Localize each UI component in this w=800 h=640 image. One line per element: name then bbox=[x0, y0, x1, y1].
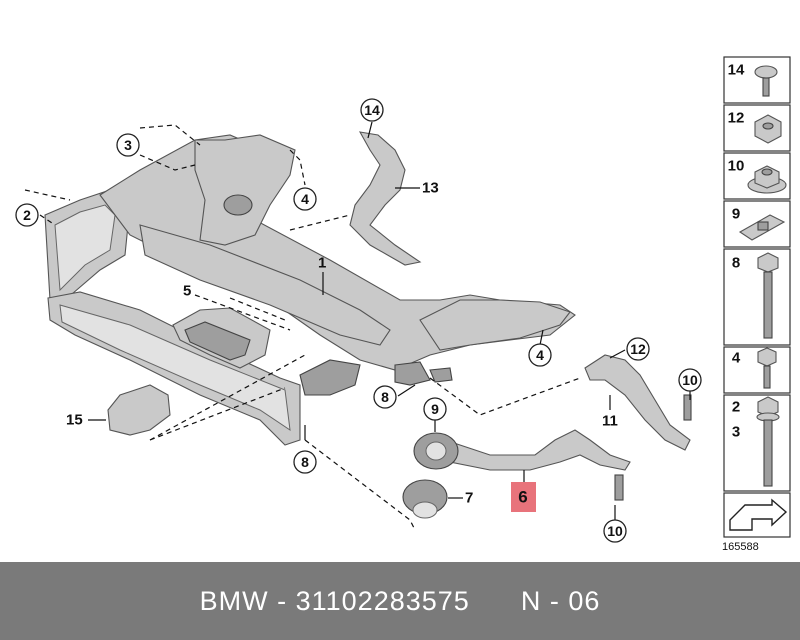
callout-8-right-label: 8 bbox=[381, 389, 389, 405]
bushing-part-7 bbox=[402, 479, 448, 519]
arrow-icon bbox=[729, 498, 788, 531]
footer-brand: BMW bbox=[199, 585, 269, 616]
callout-3: 3 bbox=[116, 133, 140, 157]
short-bolt-icon bbox=[757, 347, 777, 389]
callout-11-label: 11 bbox=[602, 413, 618, 430]
callout-4-right-label: 4 bbox=[536, 347, 544, 363]
leader-lines bbox=[24, 121, 691, 531]
callout-10-right: 10 bbox=[678, 368, 702, 392]
callout-8-left-label: 8 bbox=[301, 454, 309, 470]
callout-1-label: 1 bbox=[318, 255, 326, 272]
panel-label-9: 9 bbox=[732, 206, 740, 223]
callout-3-label: 3 bbox=[124, 137, 132, 153]
callout-1: 1 bbox=[318, 255, 326, 272]
callout-11: 11 bbox=[602, 413, 618, 430]
panel-label-4: 4 bbox=[732, 350, 741, 367]
footer-text: BMW - 31102283575 N - 06 bbox=[199, 585, 601, 616]
callout-13: 13 bbox=[422, 180, 439, 197]
callout-7-label: 7 bbox=[465, 490, 473, 507]
callout-9: 9 bbox=[423, 397, 447, 421]
callout-7: 7 bbox=[465, 490, 473, 507]
panel-label-2: 2 bbox=[732, 399, 740, 416]
callout-15-label: 15 bbox=[66, 412, 83, 429]
callout-5-label: 5 bbox=[183, 283, 191, 300]
callout-13-label: 13 bbox=[422, 180, 439, 197]
parts-panel: 14 12 10 9 8 bbox=[723, 56, 791, 538]
callout-12: 12 bbox=[626, 337, 650, 361]
callout-10-right-label: 10 bbox=[682, 372, 698, 388]
panel-label-10: 10 bbox=[728, 158, 745, 175]
panel-label-3: 3 bbox=[732, 424, 740, 441]
cover-part-15 bbox=[107, 384, 171, 436]
callout-4-top-label: 4 bbox=[301, 191, 309, 207]
callout-12-label: 12 bbox=[630, 341, 646, 357]
hex-nut-icon bbox=[754, 114, 782, 144]
callout-8-right: 8 bbox=[373, 385, 397, 409]
clip-nut-icon bbox=[738, 214, 786, 241]
callout-14-label: 14 bbox=[364, 102, 380, 118]
parts-diagram: 14 13 3 2 4 1 5 15 8 8 4 12 11 bbox=[15, 56, 791, 543]
callout-15: 15 bbox=[66, 412, 83, 429]
callout-6-highlight: 6 bbox=[511, 482, 536, 512]
control-arm-part-6 bbox=[413, 429, 631, 501]
panel-label-8: 8 bbox=[732, 255, 740, 272]
callout-2: 2 bbox=[15, 203, 39, 227]
callout-4-right: 4 bbox=[528, 343, 552, 367]
flange-bolt-icon bbox=[756, 396, 780, 487]
panel-label-14: 14 bbox=[728, 62, 745, 79]
underbody-panel-part-5 bbox=[172, 307, 271, 369]
footer-position: N - 06 bbox=[520, 585, 601, 616]
callout-8-left: 8 bbox=[293, 450, 317, 474]
panel-label-12: 12 bbox=[728, 110, 745, 127]
callout-2-label: 2 bbox=[23, 207, 31, 223]
footer-bar: BMW - 31102283575 N - 06 bbox=[0, 562, 800, 640]
screw-icon bbox=[754, 65, 778, 97]
callout-10-bottom-label: 10 bbox=[607, 523, 623, 539]
tension-strut-part-11 bbox=[584, 354, 692, 451]
callout-6-label: 6 bbox=[518, 488, 527, 507]
callout-10-bottom: 10 bbox=[603, 519, 627, 543]
callout-5: 5 bbox=[183, 283, 191, 300]
flange-nut-icon bbox=[747, 165, 787, 194]
bracket-part-13 bbox=[349, 131, 422, 266]
callout-4-top: 4 bbox=[293, 187, 317, 211]
footer-part-number: 31102283575 bbox=[295, 585, 470, 616]
diagram-reference-number: 165588 bbox=[722, 541, 759, 553]
callout-9-label: 9 bbox=[431, 401, 439, 417]
long-bolt-icon bbox=[757, 252, 779, 339]
callout-14: 14 bbox=[360, 98, 384, 122]
